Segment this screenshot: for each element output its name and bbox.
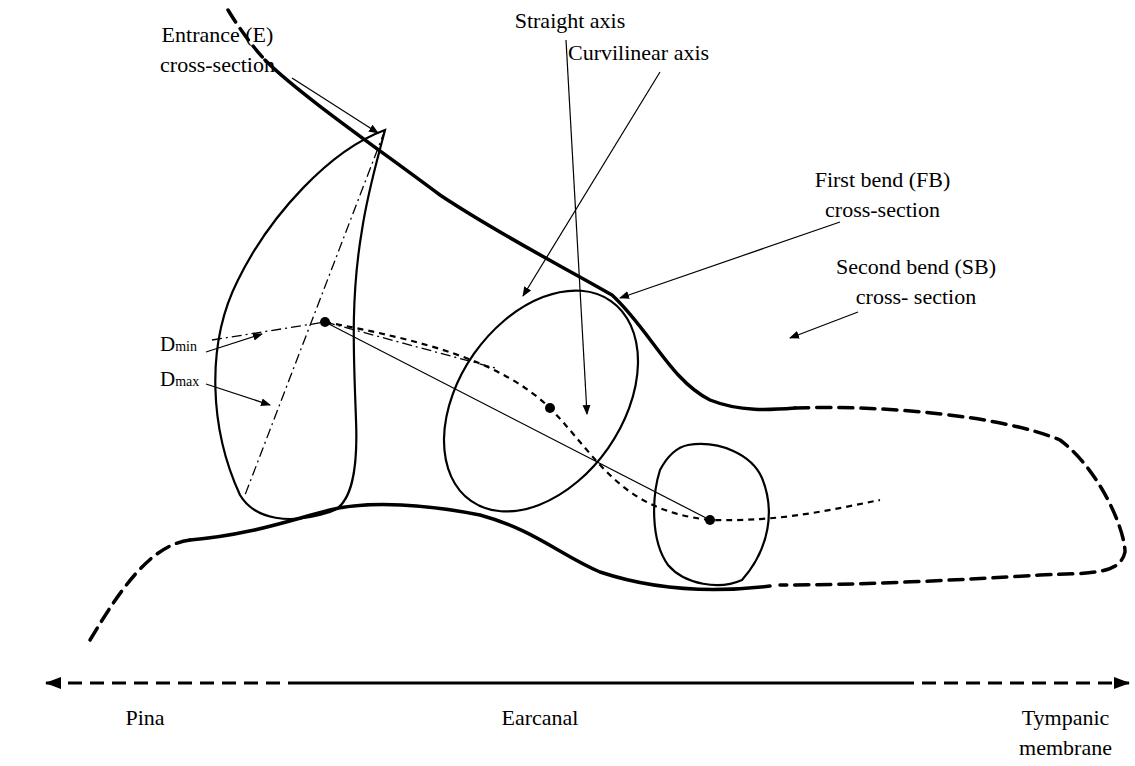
axis-label: Straight axis bbox=[500, 6, 640, 36]
dimension-label: Dmin bbox=[160, 333, 220, 358]
region-label: Tympanic membrane bbox=[1003, 703, 1128, 763]
cross-section-label: Second bend (SB) cross- section bbox=[822, 252, 1010, 312]
cross-section-label: Entrance (E) cross-section bbox=[140, 20, 295, 80]
axis-label: Curvilinear axis bbox=[568, 38, 758, 68]
dimension-label: Dmax bbox=[160, 368, 220, 393]
cross-section-label: First bend (FB) cross-section bbox=[795, 165, 970, 225]
region-label: Earcanal bbox=[470, 703, 610, 733]
region-label: Pina bbox=[100, 703, 190, 733]
